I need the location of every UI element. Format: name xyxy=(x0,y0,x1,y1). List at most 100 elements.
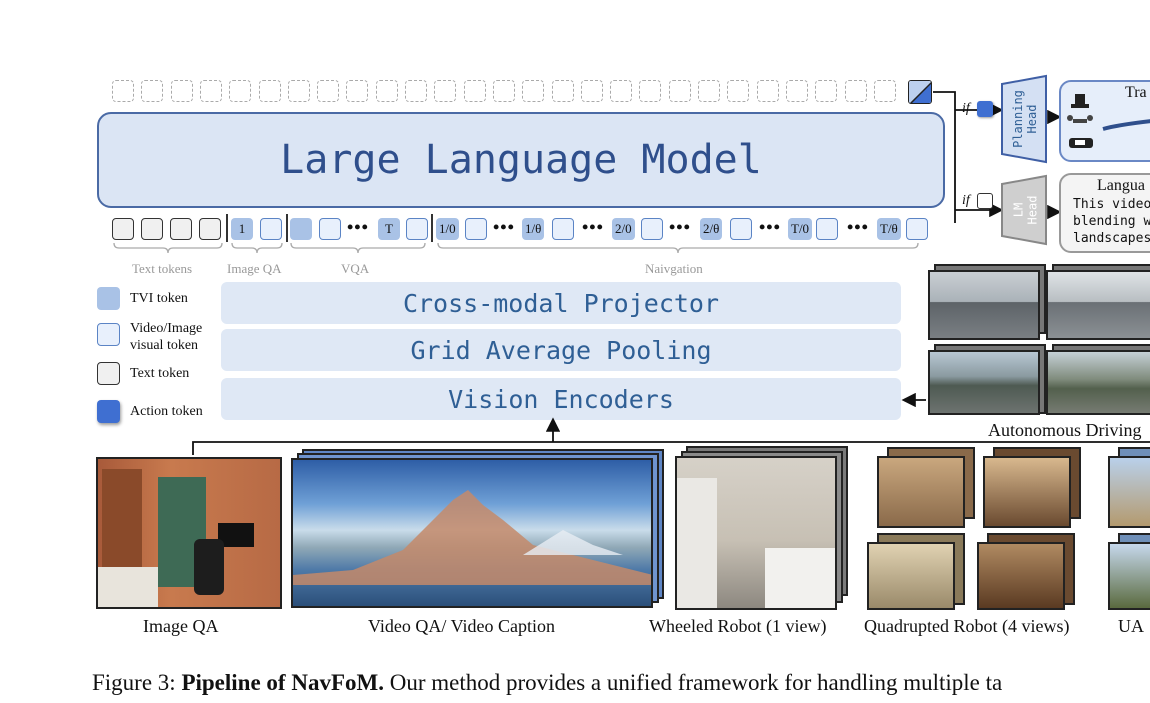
text-token xyxy=(170,218,192,240)
text-token xyxy=(112,218,134,240)
image-qa-photo xyxy=(96,457,282,609)
text-token xyxy=(199,218,221,240)
lm-head-line2: Head xyxy=(1025,195,1039,225)
text-token xyxy=(141,218,163,240)
robot-icon xyxy=(1071,94,1089,108)
trajectory-icons xyxy=(1067,94,1150,148)
output-token-placeholder xyxy=(258,80,281,102)
uav-view xyxy=(1108,456,1150,528)
output-token-placeholder xyxy=(756,80,779,102)
visual-token xyxy=(816,218,838,240)
visual-token xyxy=(641,218,663,240)
planning-head-line2: Head xyxy=(1025,104,1040,134)
output-token-placeholder xyxy=(170,80,193,102)
output-token-placeholder xyxy=(405,80,427,102)
car-icon xyxy=(1069,138,1093,148)
output-token-placeholder xyxy=(551,80,574,102)
tvi-token: 1/θ xyxy=(522,218,545,240)
legend-action-label: Action token xyxy=(130,404,203,419)
caption-quadruped-robot: Quadrupted Robot (4 views) xyxy=(864,616,1070,636)
tvi-token: 2/θ xyxy=(700,218,723,240)
figure-caption-title: Pipeline of NavFoM. xyxy=(181,670,384,695)
if-action-token xyxy=(977,101,993,117)
output-token-placeholder xyxy=(844,80,867,102)
grid-average-pooling: Grid Average Pooling xyxy=(221,329,901,371)
lm-head-label: LM Head xyxy=(1000,174,1050,246)
photo-cabinets xyxy=(677,478,717,608)
output-token-placeholder xyxy=(229,80,252,102)
quadruped-view xyxy=(983,456,1071,528)
visual-token xyxy=(730,218,752,240)
output-token-placeholder xyxy=(610,80,633,102)
ellipsis: ••• xyxy=(347,217,369,237)
output-token-placeholder xyxy=(199,80,222,102)
visual-token xyxy=(906,218,928,240)
output-token-placeholder xyxy=(434,80,457,102)
quadruped-view xyxy=(877,456,965,528)
figure-caption-prefix: Figure 3: xyxy=(92,670,182,695)
action-token-output xyxy=(908,80,932,104)
planning-head-label: Planning Head xyxy=(1000,74,1050,164)
if-label-lm: if xyxy=(962,193,970,208)
language-title: Langua xyxy=(1097,177,1145,194)
legend-visual-label: Video/Image visual token xyxy=(130,320,202,354)
caption-image-qa: Image QA xyxy=(143,616,219,636)
visual-token xyxy=(552,218,574,240)
group-label-vqa: VQA xyxy=(341,261,370,276)
output-token-placeholder xyxy=(698,80,720,102)
output-token-placeholder xyxy=(141,80,164,102)
action-token-split-icon xyxy=(909,81,931,103)
cross-modal-projector: Cross-modal Projector xyxy=(221,282,901,324)
quadruped-view xyxy=(977,542,1065,610)
tvi-token: 1/0 xyxy=(436,218,459,240)
uav-view xyxy=(1108,542,1150,610)
output-token-placeholder xyxy=(873,80,896,102)
planning-head xyxy=(1001,74,1047,164)
legend-visual-line1: Video/Image xyxy=(130,321,203,336)
output-token-placeholder xyxy=(463,80,486,102)
group-separator xyxy=(431,214,433,242)
photo-chair xyxy=(194,539,224,595)
figure-caption: Figure 3: Pipeline of NavFoM. Our method… xyxy=(92,670,1002,696)
caption-wheeled-robot: Wheeled Robot (1 view) xyxy=(649,616,827,636)
output-token-placeholder xyxy=(668,80,691,102)
caption-video: Video QA/ Video Caption xyxy=(368,616,555,636)
if-label-planning: if xyxy=(962,101,970,116)
driving-image xyxy=(1046,350,1150,415)
group-separator xyxy=(226,214,228,242)
vision-encoders: Vision Encoders xyxy=(221,378,901,420)
quadruped-view xyxy=(867,542,955,610)
output-token-placeholder xyxy=(522,80,545,102)
legend-text-label: Text token xyxy=(130,366,190,381)
legend-visual-swatch xyxy=(97,323,120,346)
output-token-placeholder xyxy=(492,80,515,102)
legend-tvi-label: TVI token xyxy=(130,291,188,306)
tvi-token: T/0 xyxy=(788,218,813,240)
output-token-placeholder xyxy=(317,80,340,102)
output-token-placeholder xyxy=(727,80,750,102)
photo-bed xyxy=(98,567,158,607)
driving-image xyxy=(928,270,1040,340)
trajectory-output-card: Tra xyxy=(1059,80,1150,162)
output-token-placeholder xyxy=(375,80,398,102)
legend-tvi-swatch xyxy=(97,287,120,310)
visual-token xyxy=(465,218,487,240)
output-token-placeholder xyxy=(815,80,838,102)
visual-token xyxy=(319,218,341,240)
ellipsis: ••• xyxy=(582,217,604,237)
output-token-placeholder xyxy=(287,80,310,102)
ellipsis: ••• xyxy=(669,217,691,237)
photo-island xyxy=(765,548,835,608)
planning-head-line1: Planning xyxy=(1011,90,1026,148)
output-token-placeholder xyxy=(346,80,369,102)
driving-image xyxy=(1046,270,1150,340)
output-token-placeholder xyxy=(639,80,662,102)
legend-visual-line2: visual token xyxy=(130,338,199,353)
caption-autonomous-driving: Autonomous Driving xyxy=(988,420,1142,440)
tvi-token xyxy=(290,218,312,240)
tvi-token: T/θ xyxy=(877,218,901,240)
driving-image xyxy=(928,350,1040,415)
output-token-placeholder xyxy=(785,80,808,102)
